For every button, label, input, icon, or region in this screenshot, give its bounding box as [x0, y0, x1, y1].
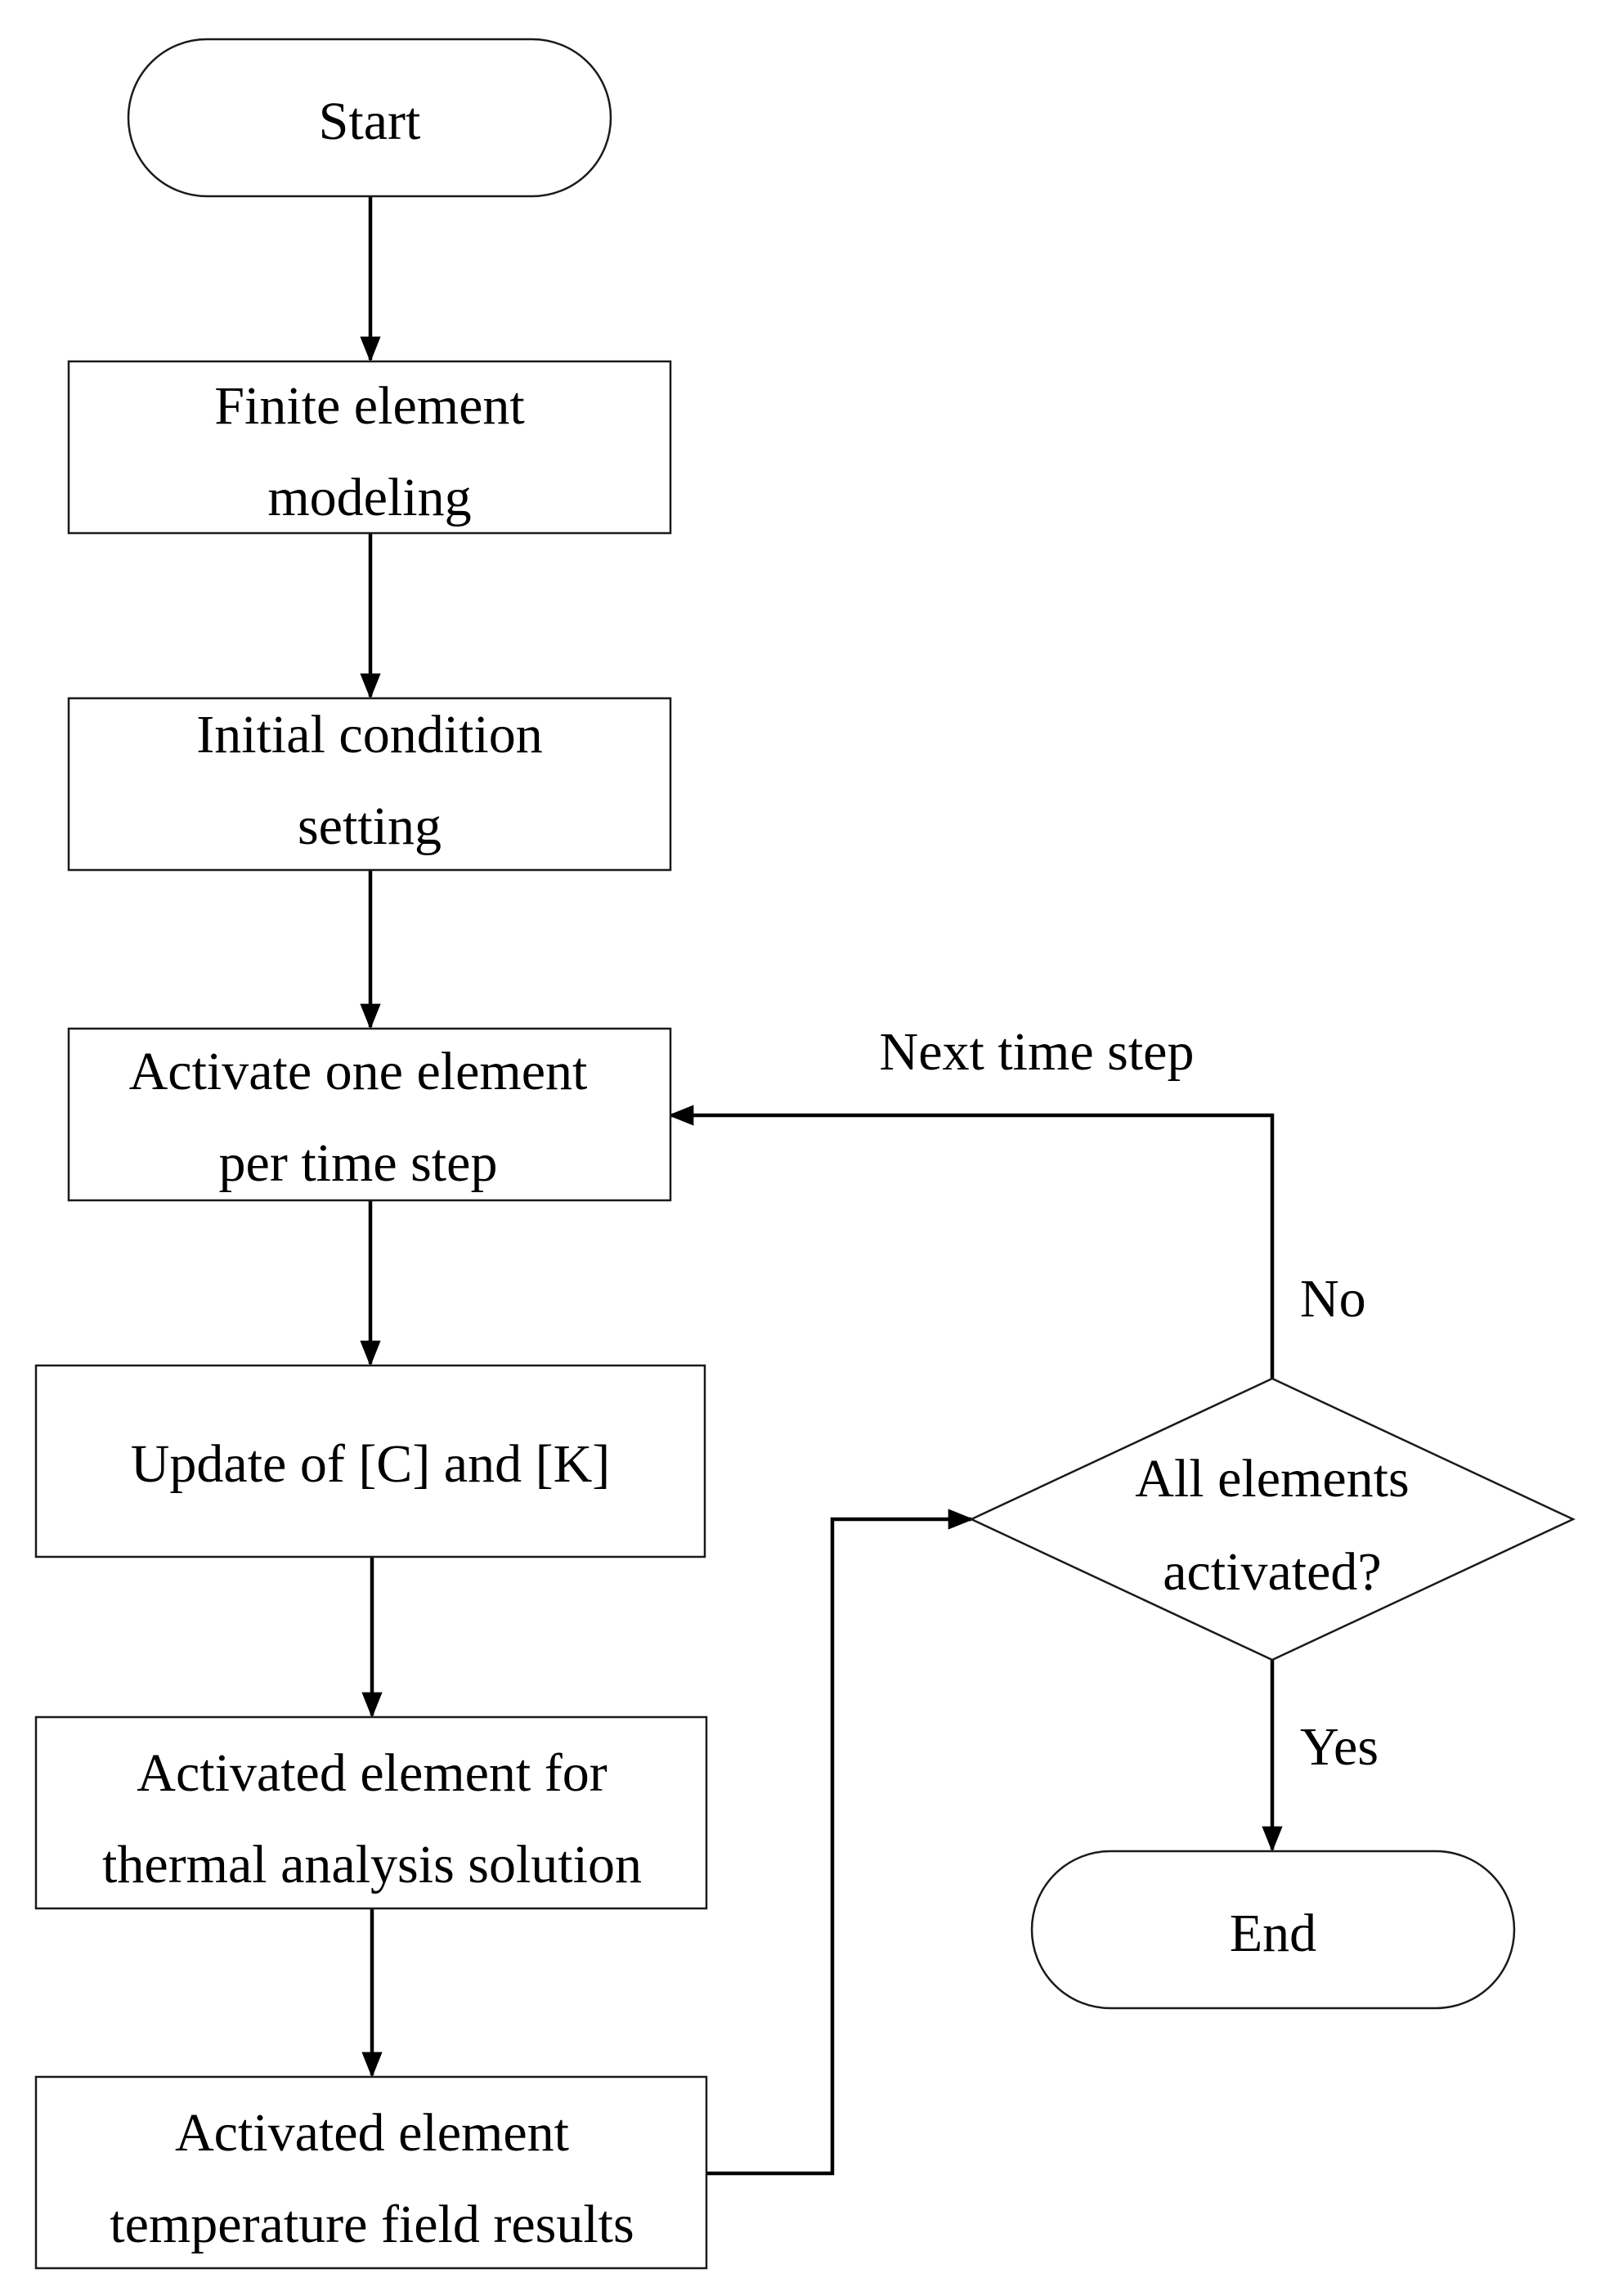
initial-condition-line-1: Initial condition: [196, 705, 542, 765]
decision-diamond: All elements activated?: [969, 1377, 1576, 1661]
temperature-results-line-1: Activated element: [175, 2103, 569, 2163]
next-time-step-label: Next time step: [880, 1022, 1195, 1082]
start-node: Start: [127, 38, 612, 198]
activate-element-box: Activate one element per time step: [67, 1027, 672, 1202]
update-ck-box: Update of [C] and [K]: [34, 1364, 706, 1558]
initial-condition-box: Initial condition setting: [67, 697, 672, 872]
fe-modeling-line-1: Finite element: [214, 376, 524, 436]
fe-modeling-box: Finite element modeling: [67, 360, 672, 535]
initial-condition-line-2: setting: [298, 796, 442, 856]
decision-line-2: activated?: [1163, 1542, 1381, 1602]
connectors: [360, 196, 1283, 2176]
arrow-results-to-decision: [707, 1509, 975, 2176]
temperature-results-line-2: temperature field results: [110, 2195, 634, 2254]
activate-element-line-2: per time step: [219, 1133, 498, 1193]
thermal-solution-box: Activated element for thermal analysis s…: [34, 1715, 708, 1910]
no-label: No: [1300, 1269, 1366, 1329]
decision-line-1: All elements: [1135, 1449, 1409, 1509]
activate-element-line-1: Activate one element: [129, 1042, 588, 1101]
arrow-decision-no-loop: [667, 1105, 1275, 1379]
temperature-results-box: Activated element temperature field resu…: [34, 2075, 708, 2270]
update-ck-label: Update of [C] and [K]: [131, 1434, 610, 1494]
start-label: Start: [319, 92, 421, 151]
end-label: End: [1230, 1904, 1316, 1963]
end-node: End: [1030, 1850, 1516, 2010]
thermal-solution-line-2: thermal analysis solution: [102, 1835, 642, 1895]
yes-label: Yes: [1300, 1717, 1379, 1777]
fe-modeling-line-2: modeling: [267, 468, 471, 527]
thermal-solution-line-1: Activated element for: [137, 1743, 607, 1803]
